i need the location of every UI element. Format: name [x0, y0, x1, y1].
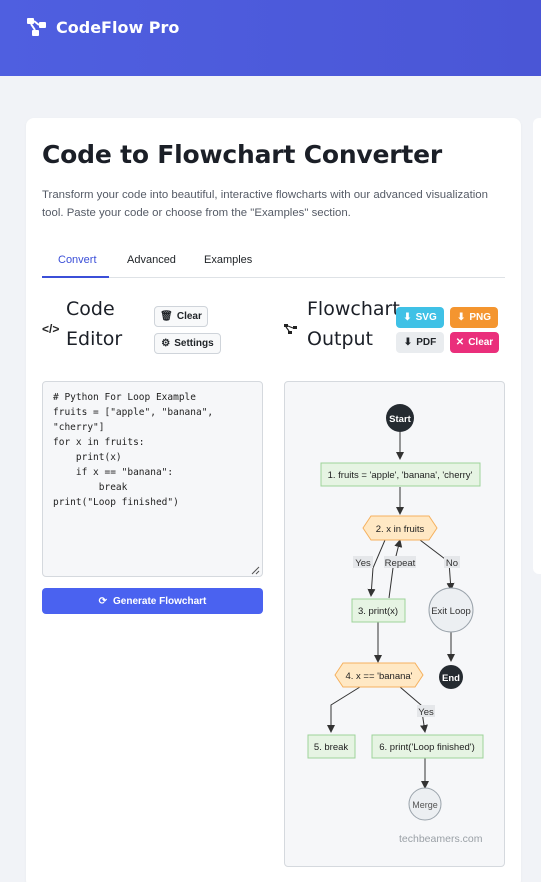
trash-icon: 🗑 [160, 311, 173, 322]
node-exit-loop[interactable] [428, 587, 474, 633]
code-icon: </> [42, 322, 60, 336]
download-icon: ⬇ [403, 337, 413, 348]
node-step-5-label: 5. break [314, 742, 349, 753]
node-step-5[interactable] [307, 734, 356, 759]
code-editor-input[interactable] [42, 381, 263, 577]
close-icon: ✕ [455, 337, 465, 348]
side-panel-edge [533, 118, 541, 574]
export-pdf-button[interactable]: ⬇ PDF [396, 332, 444, 353]
edge-label-no: No [446, 558, 458, 569]
node-end[interactable] [439, 665, 463, 689]
tab-bar: Convert Advanced Examples [42, 244, 505, 278]
node-step-3-label: 3. print(x) [358, 606, 398, 617]
active-tab-indicator [42, 276, 109, 278]
label-bg-yes2 [417, 705, 435, 717]
label-bg-yes [353, 556, 373, 568]
label-bg-repeat [384, 556, 416, 568]
node-step-2-label: 2. x in fruits [376, 524, 425, 535]
export-png-button[interactable]: ⬇ PNG [450, 307, 498, 328]
node-step-1[interactable] [320, 462, 481, 487]
page-title: Code to Flowchart Converter [42, 140, 443, 169]
node-start[interactable] [386, 404, 414, 432]
node-end-label: End [442, 673, 460, 684]
node-step-2[interactable] [362, 515, 438, 541]
output-clear-button[interactable]: ✕ Clear [450, 332, 499, 353]
node-merge[interactable] [408, 787, 442, 821]
resize-handle-icon[interactable] [251, 566, 260, 575]
settings-button[interactable]: ⚙ Settings [154, 333, 221, 354]
edge-4-to-5 [327, 686, 361, 733]
refresh-icon: ⟳ [98, 595, 108, 607]
node-step-6[interactable] [371, 734, 484, 759]
edge-label-yes: Yes [355, 558, 371, 569]
edge-label-yes-2: Yes [418, 707, 434, 718]
export-svg-button[interactable]: ⬇ SVG [396, 307, 444, 328]
node-merge-label: Merge [412, 800, 438, 810]
edge-2-to-3 [367, 539, 386, 597]
tab-examples[interactable]: Examples [204, 254, 253, 266]
label-bg-no [444, 556, 460, 568]
generate-flowchart-button[interactable]: ⟳ Generate Flowchart [42, 588, 263, 614]
flowchart-diagram: Yes Repeat No Yes Start 1. fruits = 'app… [307, 404, 484, 821]
flow-network-icon [27, 18, 46, 36]
node-step-4[interactable] [334, 662, 424, 688]
edge-label-repeat: Repeat [385, 558, 416, 569]
download-icon: ⬇ [456, 312, 466, 323]
code-editor-title: Code Editor [66, 298, 123, 350]
brand-name: CodeFlow Pro [56, 17, 180, 37]
node-start-label: Start [389, 414, 411, 425]
node-step-4-label: 4. x == 'banana' [345, 671, 412, 682]
node-step-1-label: 1. fruits = 'apple', 'banana', 'cherry' [328, 470, 473, 481]
watermark-text: techbeamers.com [399, 833, 483, 845]
tab-advanced[interactable]: Advanced [127, 254, 176, 266]
editor-clear-button[interactable]: 🗑 Clear [154, 306, 208, 327]
converter-card: Code to Flowchart Converter Transform yo… [26, 118, 521, 882]
node-step-6-label: 6. print('Loop finished') [379, 742, 475, 753]
app-header: CodeFlow Pro [0, 0, 541, 76]
flowchart-icon [284, 324, 297, 334]
gear-icon: ⚙ [161, 338, 171, 349]
node-exit-loop-label: Exit Loop [431, 606, 471, 617]
flowchart-output-title: Flowchart Output [307, 298, 400, 350]
node-step-3[interactable] [351, 598, 406, 623]
edge-3-to-2 [388, 539, 403, 599]
page-description: Transform your code into beautiful, inte… [42, 189, 488, 219]
flowchart-canvas[interactable]: Yes Repeat No Yes Start 1. fruits = 'app… [284, 381, 505, 867]
download-icon: ⬇ [403, 312, 412, 323]
tab-convert[interactable]: Convert [58, 254, 97, 266]
brand[interactable]: CodeFlow Pro [26, 16, 179, 38]
